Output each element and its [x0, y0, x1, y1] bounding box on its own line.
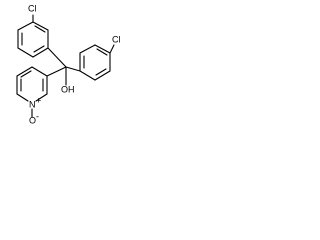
pyridine-n-oxide-ring: [16, 66, 48, 118]
chlorine-label-right: Cl: [112, 34, 121, 44]
bond: [16, 66, 33, 77]
bond: [32, 21, 49, 31]
oxide-oxygen-label: O: [29, 115, 36, 125]
bond: [79, 70, 96, 81]
double-bond: [96, 48, 108, 56]
oxide-charge-label: -: [36, 111, 39, 121]
double-bond: [95, 68, 107, 76]
chlorophenyl-ring-top: [17, 14, 49, 58]
chlorophenyl-ring-right: [79, 44, 115, 81]
central-carbon-bonds: [46, 47, 81, 86]
bond: [31, 66, 48, 77]
double-bond: [33, 45, 45, 53]
bond-to-chlorine: [109, 44, 115, 54]
double-bond: [20, 70, 32, 78]
bond-top-ring-to-carbon: [47, 47, 67, 68]
nitrogen-label: N: [29, 99, 36, 109]
bond: [35, 93, 48, 102]
nitrogen-charge-label: +: [36, 95, 41, 105]
chemical-structure-diagram: Cl Cl OH N + O -: [16, 3, 121, 125]
bond-right-ring-to-carbon: [65, 66, 81, 72]
bond: [79, 44, 96, 54]
chlorine-label-top: Cl: [28, 3, 37, 13]
bond: [32, 47, 49, 58]
bond: [17, 21, 34, 31]
bond: [17, 47, 34, 58]
structure-canvas: Cl Cl OH N + O -: [0, 0, 130, 141]
bond: [94, 70, 111, 81]
bond-carbon-to-pyridine: [46, 66, 67, 77]
hydroxyl-label: OH: [61, 84, 75, 94]
double-bond: [34, 25, 46, 33]
bond: [94, 44, 111, 54]
bond: [16, 93, 29, 102]
